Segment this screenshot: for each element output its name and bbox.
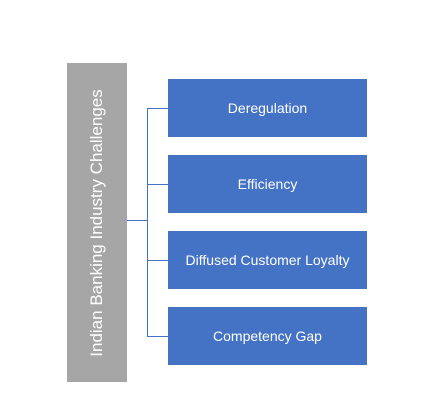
root-connector [127, 220, 148, 221]
trunk-connector [147, 108, 148, 336]
node-label: Efficiency [237, 176, 298, 192]
node-label: Competency Gap [213, 328, 322, 344]
node-label: Deregulation [227, 100, 308, 116]
branch-connector-2 [147, 184, 168, 185]
branch-connector-4 [147, 336, 168, 337]
node-deregulation: Deregulation [168, 79, 367, 137]
node-efficiency: Efficiency [168, 155, 367, 213]
root-node-label: Indian Banking Industry Challenges [87, 88, 106, 357]
root-node: Indian Banking Industry Challenges [67, 63, 127, 382]
node-diffused-customer-loyalty: Diffused Customer Loyalty [168, 231, 367, 289]
node-competency-gap: Competency Gap [168, 307, 367, 365]
branch-connector-3 [147, 260, 168, 261]
node-label: Diffused Customer Loyalty [185, 252, 350, 268]
branch-connector-1 [147, 108, 168, 109]
